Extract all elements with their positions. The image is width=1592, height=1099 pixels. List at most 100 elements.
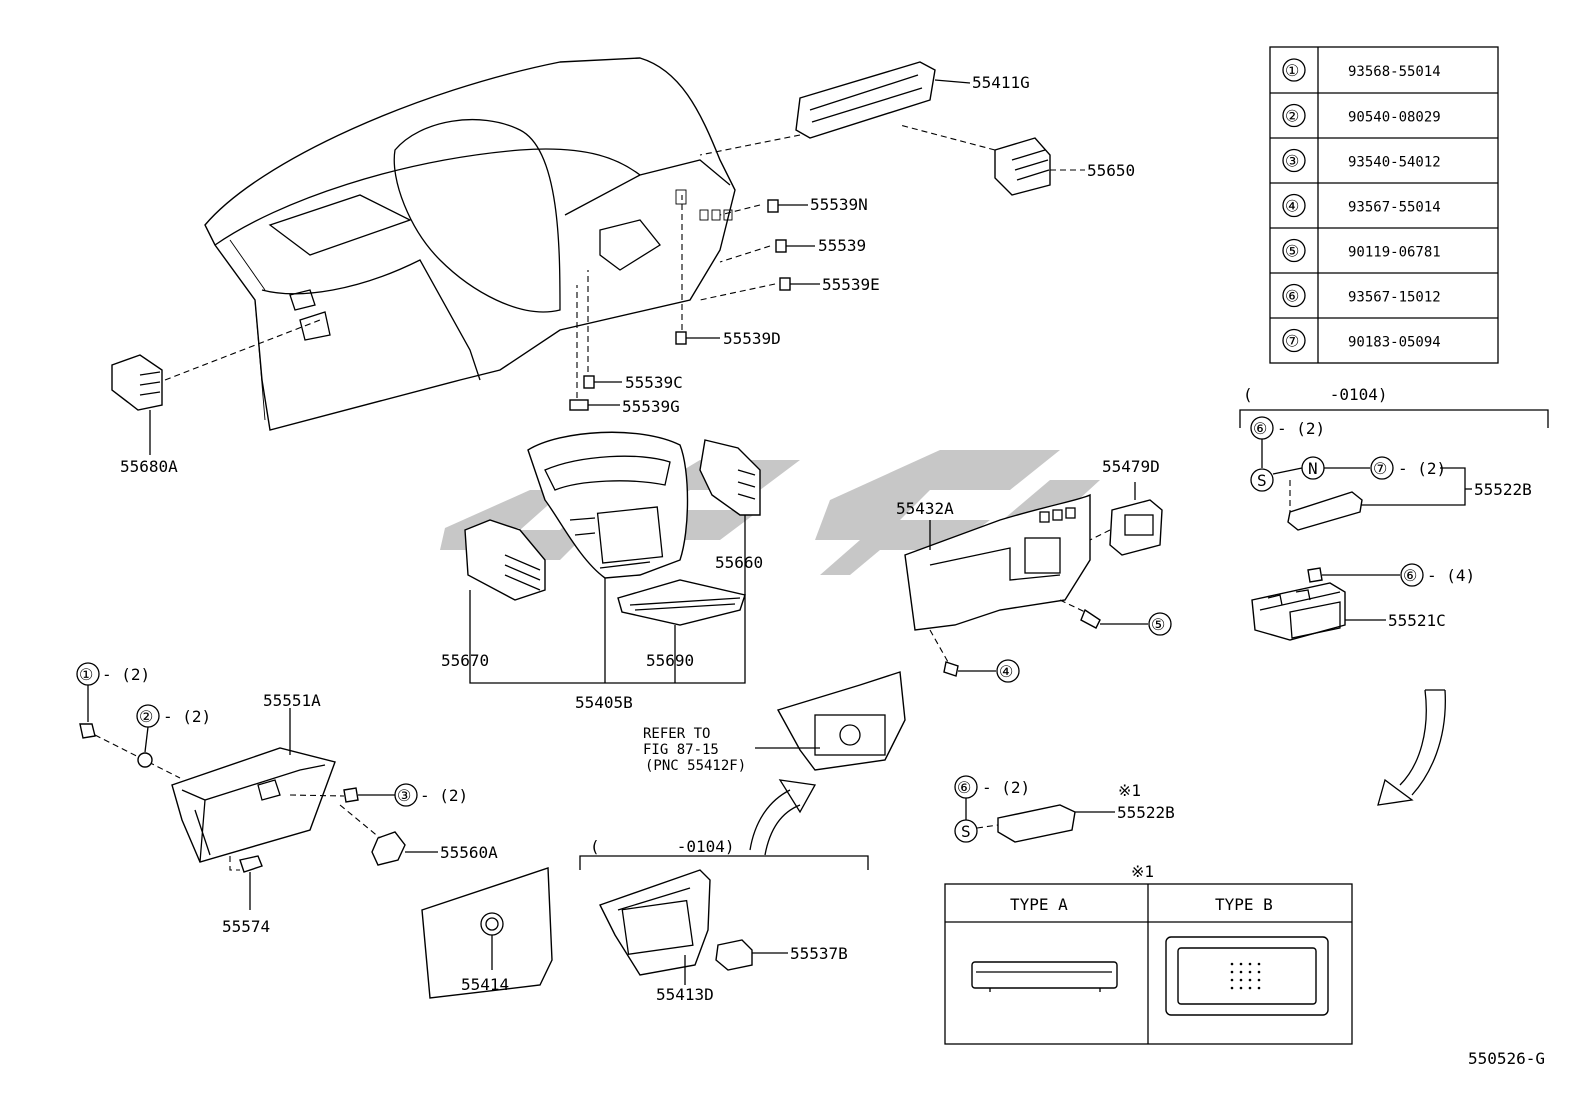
type-b-dot: [1257, 978, 1261, 982]
type-b-dot: [1248, 986, 1252, 990]
callout-2: ②: [139, 707, 153, 726]
legend-number: ⑦: [1285, 332, 1299, 351]
legend-part-number: 90540-08029: [1348, 110, 1441, 126]
label-55650: 55650: [1087, 161, 1135, 180]
bracket-label-bottom: ( -0104): [590, 837, 735, 856]
label-55539D: 55539D: [723, 329, 781, 348]
curved-arrow-left: [749, 779, 817, 856]
type-b-dot: [1248, 970, 1252, 974]
label-55521C: 55521C: [1388, 611, 1446, 630]
label-55479D: 55479D: [1102, 457, 1160, 476]
type-mark-at-part: ※1: [1118, 781, 1141, 800]
legend-number-circle: [1282, 103, 1306, 128]
label-55539G: 55539G: [622, 397, 680, 416]
bracket-upto-0104-bottom: ( -0104): [579, 837, 869, 870]
part-55551A: 55551A: [171, 691, 336, 863]
part-55650: 55650: [994, 137, 1135, 196]
part-55411G: 55411G: [795, 61, 1030, 139]
refer-line-3: (PNC 55412F): [645, 758, 746, 774]
callout-6-bot-qty: - (2): [982, 778, 1030, 797]
part-55522B-bottom-group: ⑥ - (2) S ※1 55522B: [954, 775, 1175, 843]
part-55521C: ⑥ - (4) 55521C: [1251, 563, 1475, 641]
refer-line-1: REFER TO: [643, 726, 710, 742]
type-b-dot: [1239, 986, 1243, 990]
legend-part-number: 90119-06781: [1348, 245, 1441, 261]
curved-arrow-right: [1377, 689, 1446, 806]
diagram-id: 550526-G: [1468, 1049, 1545, 1068]
bracket-label-right: ( -0104): [1243, 385, 1388, 404]
legend-part-number: 90183-05094: [1348, 335, 1441, 351]
callout-6-top: ⑥: [1253, 419, 1267, 438]
type-b-dot: [1239, 970, 1243, 974]
callout-4: ④: [999, 662, 1013, 681]
callout-2-qty: - (2): [163, 707, 211, 726]
legend-number: ①: [1285, 61, 1299, 80]
type-b-header: TYPE B: [1215, 895, 1273, 914]
label-55660: 55660: [715, 553, 763, 572]
legend-part-number: 93568-55014: [1348, 64, 1441, 80]
part-55680A: 55680A: [111, 319, 321, 476]
legend-number: ⑤: [1285, 242, 1299, 261]
part-55413D: 55413D: [599, 869, 714, 1004]
part-55670: 55670: [441, 519, 546, 670]
part-55574: 55574: [222, 855, 270, 936]
type-b-illustration: [1165, 936, 1329, 1016]
type-table-mark: ※1: [1131, 862, 1154, 881]
part-55660: 55660: [699, 439, 763, 572]
callout-7-qty: - (2): [1398, 459, 1446, 478]
type-b-dot: [1239, 962, 1243, 966]
legend-part-number: 93567-55014: [1348, 200, 1441, 216]
label-55551A: 55551A: [263, 691, 321, 710]
label-55539E: 55539E: [822, 275, 880, 294]
legend-number: ⑥: [1285, 287, 1299, 306]
legend-number: ②: [1285, 107, 1299, 126]
callout-3: ③: [397, 786, 411, 805]
screw-callouts: ⑤ ④: [929, 599, 1172, 683]
fastener-callouts-left: ① - (2) ② - (2) ③ - (2): [76, 662, 468, 807]
callout-1-qty: - (2): [102, 665, 150, 684]
label-55432A: 55432A: [896, 499, 954, 518]
label-55560A: 55560A: [440, 843, 498, 862]
label-55411G: 55411G: [972, 73, 1030, 92]
label-55522B-bottom: 55522B: [1117, 803, 1175, 822]
label-55690: 55690: [646, 651, 694, 670]
label-55405B: 55405B: [575, 693, 633, 712]
part-55405B: [527, 431, 689, 579]
label-55539N: 55539N: [810, 195, 868, 214]
label-55670: 55670: [441, 651, 489, 670]
switch-group: 55539N 55539 55539E 55539D 55539C 55539G: [569, 189, 880, 416]
callout-6-top-qty: - (2): [1277, 419, 1325, 438]
legend-number-circle: [1282, 283, 1306, 308]
legend-number-circle: [1282, 58, 1306, 82]
part-55537B: 55537B: [715, 939, 848, 971]
legend-part-number: 93567-15012: [1348, 290, 1441, 306]
part-55479D: 55479D: [1089, 457, 1163, 556]
refer-line-2: FIG 87-15: [643, 742, 719, 758]
part-55414: 55414: [421, 867, 553, 999]
legend-number-circle: [1282, 148, 1306, 173]
type-b-dot: [1230, 978, 1234, 982]
type-b-dot: [1257, 962, 1261, 966]
part-55560A: 55560A: [339, 804, 498, 866]
n-mark-top: N: [1308, 459, 1318, 478]
type-b-dot: [1230, 970, 1234, 974]
callout-1: ①: [79, 665, 93, 684]
label-55414: 55414: [461, 975, 509, 994]
label-55680A: 55680A: [120, 457, 178, 476]
legend-number: ③: [1285, 152, 1299, 171]
part-55412F-reference: REFER TO FIG 87-15 (PNC 55412F): [643, 671, 906, 774]
part-55432A: 55432A: [896, 493, 1091, 631]
legend-number: ④: [1285, 197, 1299, 216]
legend-number-circle: [1282, 238, 1306, 263]
type-b-dot: [1248, 962, 1252, 966]
legend-part-number: 93540-54012: [1348, 155, 1441, 171]
s-mark-top: S: [1257, 471, 1267, 490]
type-b-dot: [1257, 986, 1261, 990]
callout-7: ⑦: [1373, 459, 1387, 478]
label-55539: 55539: [818, 236, 866, 255]
legend-number-circle: [1282, 328, 1306, 353]
legend-table: ① 93568-55014 ② 90540-08029 ③ 93540-54012 ④ 935…: [1269, 46, 1499, 364]
bracket-upto-0104-right: ( -0104): [1239, 385, 1549, 428]
label-55537B: 55537B: [790, 944, 848, 963]
label-55574: 55574: [222, 917, 270, 936]
